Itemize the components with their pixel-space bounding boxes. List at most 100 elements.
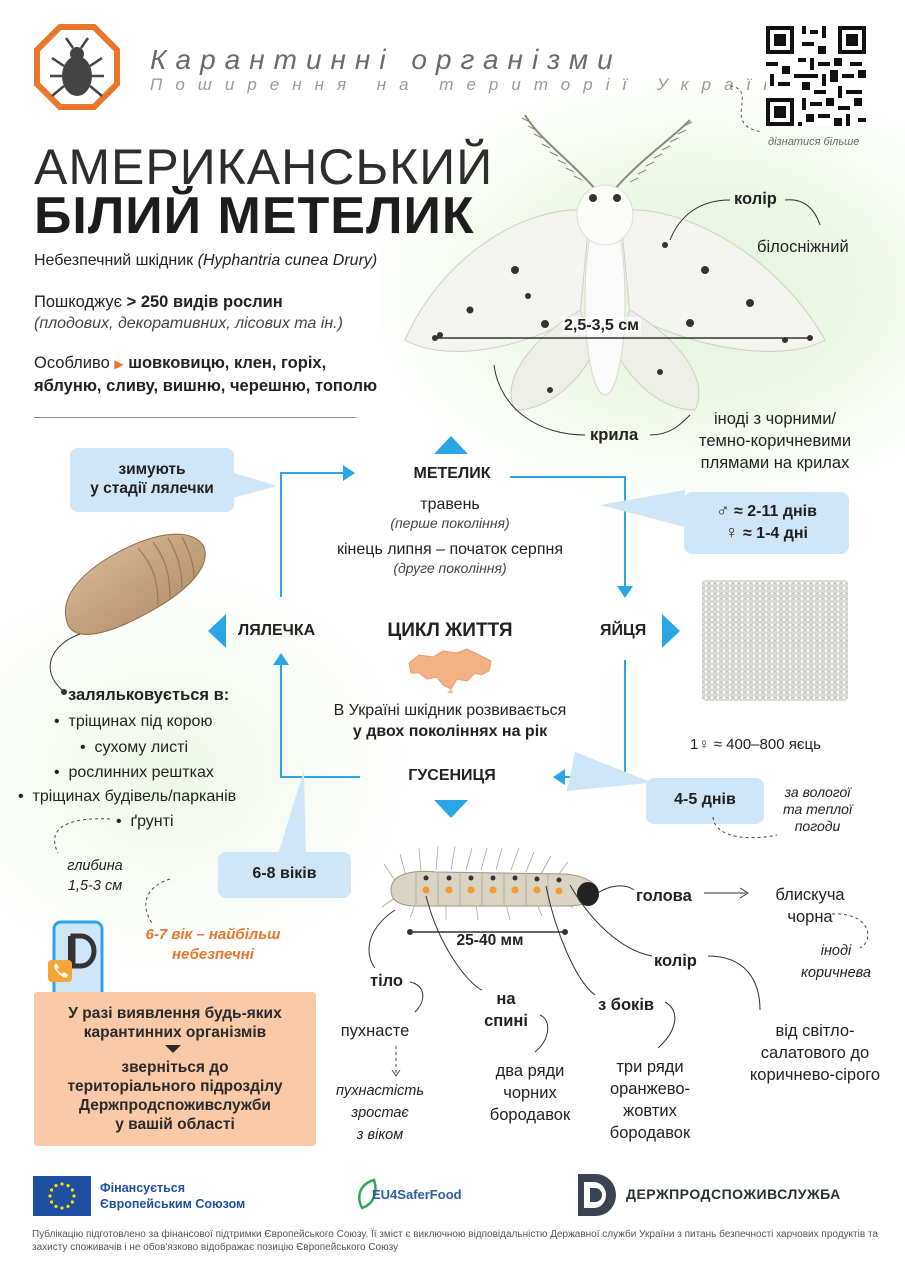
header-subtitle: Поширення на території України xyxy=(150,75,809,94)
bubble-tail-egg-days xyxy=(566,751,656,809)
pest-description: Небезпечний шкідник (Hyphantria cunea Dr… xyxy=(34,252,378,269)
sides-label: з боків xyxy=(598,996,655,1014)
caterpillar-color-pointer xyxy=(569,884,761,1011)
phone-icon xyxy=(48,920,104,1002)
head-pointer xyxy=(596,885,749,899)
cycle-july-aug: кінець липня – початок серпня xyxy=(336,541,563,558)
egg-weather-pointer xyxy=(712,816,778,839)
cycle-first-gen: (перше покоління) xyxy=(390,515,510,531)
header-title: Карантинні організми xyxy=(150,44,622,75)
pupa-item-5: • ґрунті xyxy=(116,813,174,830)
qr-code[interactable] xyxy=(766,26,866,126)
bubble-egg-days: 4-5 днів xyxy=(646,778,764,824)
stage-butterfly: МЕТЕЛИК xyxy=(413,465,491,482)
disclaimer: Публікацію підготовлено за фінансової пі… xyxy=(32,1229,878,1253)
moth-color-pointer xyxy=(669,199,821,241)
caterpillar-size: 25-40 мм xyxy=(456,932,524,949)
quarantine-bug-icon xyxy=(34,24,120,110)
stage-triangle-down xyxy=(434,800,468,818)
caterpillar-size-line xyxy=(407,929,568,935)
moth-wings-pointer xyxy=(493,364,691,436)
bubble-moth-life: ♂ ≈ 2-11 днів ♀ ≈ 1-4 дні xyxy=(684,492,849,554)
contact-box xyxy=(34,992,316,1146)
pupa-item-1: • тріщинах під корою xyxy=(54,713,213,730)
arrow-up-icon xyxy=(273,653,289,665)
leaf-icon xyxy=(358,1178,377,1210)
body-value: пухнасте xyxy=(340,1022,410,1040)
head-alt-pointer xyxy=(831,913,869,949)
pupa-label: заляльковується в: xyxy=(68,686,230,704)
caterpillar-illustration xyxy=(381,845,599,921)
moth-color-label: колір xyxy=(734,190,777,208)
damage-count: Пошкоджує > 250 видів рослин xyxy=(34,293,283,311)
moth-size: 2,5-3,5 см xyxy=(562,317,641,335)
moth-illustration xyxy=(404,114,826,411)
stage-pupa: ЛЯЛЕЧКА xyxy=(238,622,316,639)
cycle-line-bottom-right xyxy=(565,776,626,778)
cycle-second-gen: (друге покоління) xyxy=(393,560,507,576)
head-label: голова xyxy=(636,887,692,905)
pupa-item-3: • рослинних рештках xyxy=(54,764,214,781)
moth-color-value: білосніжний xyxy=(757,238,849,256)
cycle-line-right-lower xyxy=(624,660,626,778)
eu-flag-icon xyxy=(33,1176,91,1216)
back-pointer xyxy=(425,895,549,1053)
body-label: тіло xyxy=(370,972,404,990)
moth-wings-label: крила xyxy=(590,426,639,444)
especially-line1: Особливо ▶ шовковицю, клен, горіх, xyxy=(34,354,327,372)
body-pointer xyxy=(368,909,424,1013)
stage-triangle-left xyxy=(208,614,226,648)
qr-pointer-line xyxy=(729,85,763,133)
divider xyxy=(34,417,356,418)
cycle-may: травень xyxy=(420,496,480,513)
agency-name: ДЕРЖПРОДСПОЖИВСЛУЖБА xyxy=(626,1186,841,1202)
cycle-line-top-left xyxy=(280,472,350,474)
cycle-line-left-upper xyxy=(280,472,282,597)
egg-count: 1♀ ≈ 400–800 яєць xyxy=(690,736,821,753)
page-title-line1: АМЕРИКАНСЬКИЙ xyxy=(34,139,494,195)
stage-triangle-up xyxy=(434,436,468,454)
instars-pointer xyxy=(145,878,171,924)
cycle-line-bottom-left xyxy=(280,776,360,778)
damage-plant-types: (плодових, декоративних, лісових та ін.) xyxy=(34,315,343,332)
cycle-ukraine-line2: у двох поколіннях на рік xyxy=(352,723,548,740)
stage-egg: ЯЙЦЯ xyxy=(600,622,647,639)
bubble-instars: 6-8 віків xyxy=(218,852,351,898)
cycle-ukraine-line1: В Україні шкідник розвивається xyxy=(333,702,567,719)
especially-line2: яблуню, сливу, вишню, черешню, тополю xyxy=(34,377,378,395)
stage-triangle-right xyxy=(662,614,680,648)
ukraine-map-icon xyxy=(408,648,492,693)
cycle-line-right-upper xyxy=(624,476,626,588)
arrow-down-icon xyxy=(617,586,633,598)
stage-caterpillar: ГУСЕНИЦЯ xyxy=(408,767,496,784)
cycle-line-left-lower xyxy=(280,665,282,778)
chevron-down-icon xyxy=(165,1045,181,1053)
body-note-pointer xyxy=(391,1046,401,1077)
arrow-right-icon xyxy=(343,465,355,481)
arrow-left-icon xyxy=(553,769,565,785)
sides-pointer xyxy=(545,885,676,1049)
pupa-pointer xyxy=(49,633,81,695)
bubble-tail-moth-life xyxy=(600,490,685,527)
pupa-illustration xyxy=(64,533,206,635)
cycle-title: ЦИКЛ ЖИТТЯ xyxy=(387,620,513,641)
pupa-item-4: • тріщинах будівель/парканів xyxy=(18,788,237,805)
caterpillar-color-label: колір xyxy=(654,952,697,970)
cycle-line-top-right xyxy=(510,476,626,478)
agency-logo-icon xyxy=(578,1174,616,1216)
